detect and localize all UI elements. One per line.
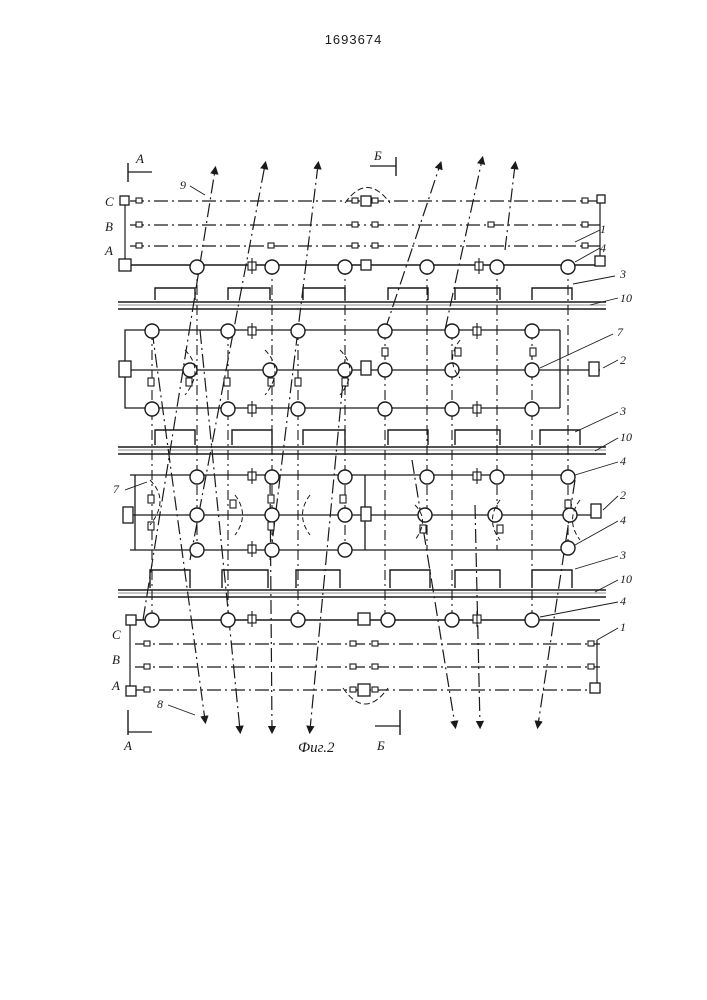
section-marker-top-right: Б	[370, 148, 396, 176]
rail-group-1	[118, 302, 606, 309]
crossing-markers	[248, 258, 483, 627]
svg-text:А: А	[135, 151, 144, 166]
phase-label-bottom-a: A	[111, 678, 120, 693]
figure-caption: Фиг.2	[298, 740, 334, 757]
callout-1-top: 1	[600, 222, 606, 236]
section-marker-bottom-left: А	[123, 710, 152, 753]
callout-10-c: 10	[620, 572, 632, 586]
section-marker-top-left: А	[128, 151, 152, 182]
vertical-dash-lines	[152, 265, 568, 620]
callout-4-top: 4	[600, 241, 606, 255]
breaker-circles	[145, 260, 577, 627]
callout-10-a: 10	[620, 291, 632, 305]
top-phase-bus-lines	[119, 188, 605, 272]
callout-2-a: 2	[620, 353, 626, 367]
callout-4-c: 4	[620, 513, 626, 527]
phase-label-top-c: C	[105, 194, 114, 209]
callout-3-a: 3	[619, 267, 626, 281]
svg-text:Б: Б	[373, 148, 382, 163]
phase-label-bottom-b: B	[112, 652, 120, 667]
callout-3-c: 3	[619, 548, 626, 562]
section-marker-bottom-right: Б	[375, 710, 400, 753]
callout-4-b: 4	[620, 454, 626, 468]
callout-10-b: 10	[620, 430, 632, 444]
svg-text:Б: Б	[376, 738, 385, 753]
svg-text:А: А	[123, 738, 132, 753]
callout-4-d: 4	[620, 594, 626, 608]
callout-9: 9	[180, 178, 186, 192]
rail-group-2	[118, 447, 606, 454]
callout-3-b: 3	[619, 404, 626, 418]
callout-1-bottom: 1	[620, 620, 626, 634]
callout-8: 8	[157, 697, 163, 711]
callout-7-b: 7	[113, 482, 120, 496]
callout-numbers: 9 1 4 3 10 7 2 3 10 7 4 2 4 3 10 4 1 8	[113, 178, 632, 711]
phase-label-top-a: A	[104, 243, 113, 258]
phase-label-top-b: B	[105, 219, 113, 234]
phase-label-bottom-c: C	[112, 627, 121, 642]
rail-group-3	[118, 590, 606, 597]
callout-7-a: 7	[617, 325, 624, 339]
callout-2-b: 2	[620, 488, 626, 502]
